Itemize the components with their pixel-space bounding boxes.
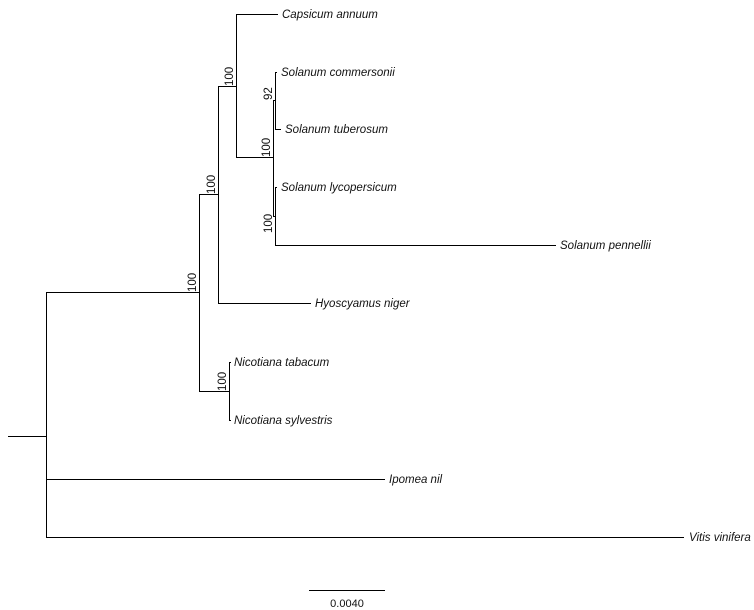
taxon-label-capsicum-annuum: Capsicum annuum <box>282 9 378 21</box>
support-value-solanum-clade: 100 <box>261 138 273 157</box>
taxon-label-hyoscyamus-niger: Hyoscyamus niger <box>315 298 411 310</box>
support-value-nicotiana: 100 <box>217 372 229 391</box>
support-value-lycopersicum-pennellii: 100 <box>263 214 275 233</box>
taxon-label-solanum-pennellii: Solanum pennellii <box>560 240 651 252</box>
support-value-capsicum-solanum: 100 <box>224 67 236 86</box>
taxon-label-solanum-commersonii: Solanum commersonii <box>281 67 395 79</box>
taxon-label-ipomea-nil: Ipomea nil <box>389 474 443 486</box>
support-value-solanaceae: 100 <box>187 273 199 292</box>
taxon-label-nicotiana-sylvestris: Nicotiana sylvestris <box>234 415 333 427</box>
taxon-label-solanum-tuberosum: Solanum tuberosum <box>285 124 388 136</box>
taxon-label-solanum-lycopersicum: Solanum lycopersicum <box>281 182 397 194</box>
taxon-label-nicotiana-tabacum: Nicotiana tabacum <box>234 357 330 369</box>
support-value-hyoscyamus-clade: 100 <box>206 175 218 194</box>
support-value-commersonii-tuberosum: 92 <box>263 87 275 100</box>
taxon-label-vitis-vinifera: Vitis vinifera <box>689 532 751 544</box>
scale-bar-label: 0.0040 <box>330 598 364 610</box>
